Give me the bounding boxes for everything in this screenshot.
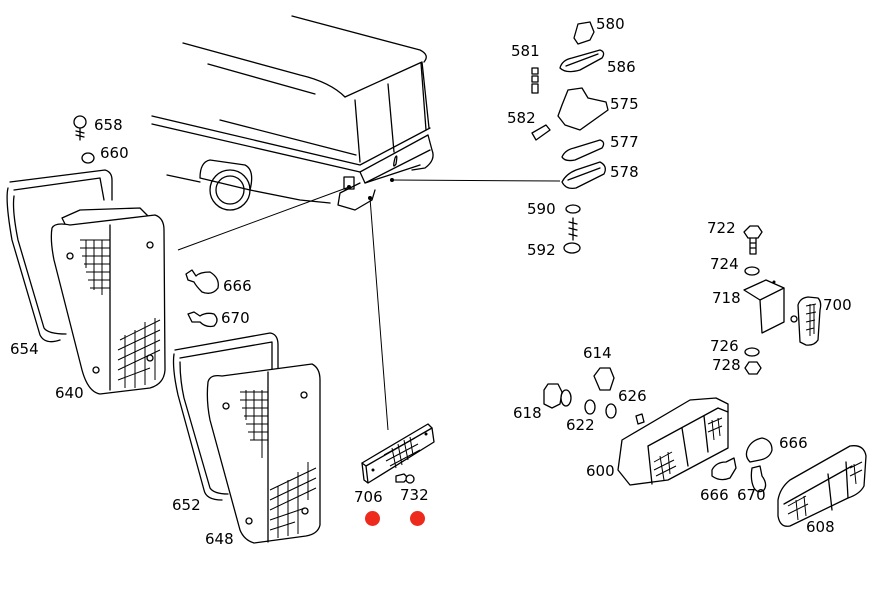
label-724: 724 (710, 255, 739, 273)
label-718: 718 (712, 289, 741, 307)
label-582: 582 (507, 109, 536, 127)
ring-622 (584, 399, 596, 415)
label-590: 590 (527, 200, 556, 218)
label-654: 654 (10, 340, 39, 358)
label-618: 618 (513, 404, 542, 422)
cap-614 (593, 367, 615, 391)
lock-washer-726 (744, 347, 760, 357)
screw-658 (73, 115, 87, 141)
label-670-right: 670 (737, 486, 766, 504)
label-660: 660 (100, 144, 129, 162)
bracket-718 (743, 279, 785, 334)
license-lamp-parts (531, 21, 609, 254)
nut-728 (744, 361, 762, 375)
label-670-left: 670 (221, 309, 250, 327)
label-581: 581 (511, 42, 540, 60)
label-578: 578 (610, 163, 639, 181)
rear-lamp-600 (617, 397, 729, 486)
washer-724 (744, 266, 760, 276)
bulb-670-right (750, 465, 767, 493)
label-577: 577 (610, 133, 639, 151)
bolt-722 (743, 225, 763, 255)
label-626: 626 (618, 387, 647, 405)
right-tail-lamp-648 (172, 332, 321, 544)
label-622: 622 (566, 416, 595, 434)
washer-660 (81, 152, 95, 164)
label-652: 652 (172, 496, 201, 514)
grommet-618 (543, 383, 572, 409)
label-666-lower: 666 (700, 486, 729, 504)
marker-706-red-dot[interactable] (365, 511, 380, 526)
label-706: 706 (354, 488, 383, 506)
label-666-right: 666 (779, 434, 808, 452)
label-608: 608 (806, 518, 835, 536)
label-700: 700 (823, 296, 852, 314)
label-728: 728 (712, 356, 741, 374)
bulb-670-left (187, 311, 218, 328)
ring-626 (605, 403, 617, 419)
label-614: 614 (583, 344, 612, 362)
marker-732-red-dot[interactable] (410, 511, 425, 526)
bulb-666-lower (711, 457, 737, 481)
label-586: 586 (607, 58, 636, 76)
bulb-732 (395, 473, 415, 484)
label-732: 732 (400, 486, 429, 504)
left-tail-lamp-640 (6, 169, 166, 395)
label-592: 592 (527, 241, 556, 259)
label-666-left: 666 (223, 277, 252, 295)
van-body (151, 15, 561, 431)
label-580: 580 (596, 15, 625, 33)
bulb-666-right (745, 437, 773, 463)
label-658: 658 (94, 116, 123, 134)
label-600: 600 (586, 462, 615, 480)
label-648: 648 (205, 530, 234, 548)
label-722: 722 (707, 219, 736, 237)
side-marker-706 (361, 423, 435, 484)
lens-608 (777, 445, 867, 527)
label-575: 575 (610, 95, 639, 113)
label-726: 726 (710, 337, 739, 355)
label-640: 640 (55, 384, 84, 402)
bulb-666-left (185, 269, 219, 294)
marker-lamp-700 (790, 296, 822, 346)
